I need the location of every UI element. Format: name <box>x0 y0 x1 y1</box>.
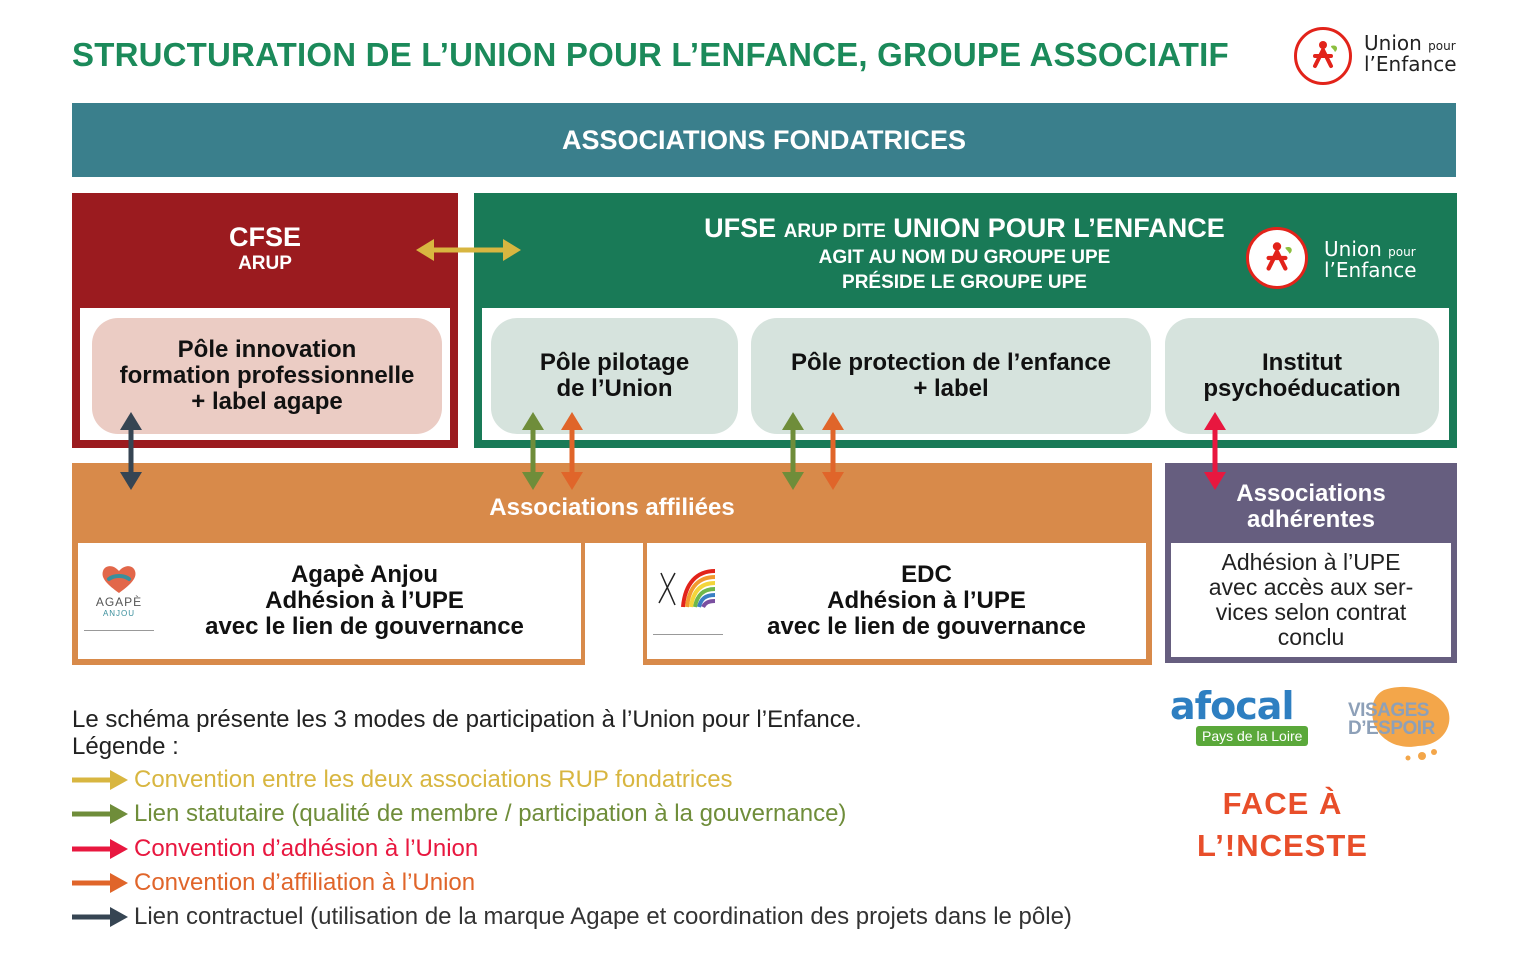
upe-logo: Union pour l’Enfance <box>1294 27 1464 89</box>
pole-innovation-line2: formation professionnelle <box>119 362 415 389</box>
face-line1: FACE À <box>1222 786 1343 821</box>
ufse-logo-line1: Union <box>1324 237 1382 261</box>
adherentes-card: Adhésion à l’UPE avec accès aux ser- vic… <box>1171 543 1451 657</box>
logo-small: pour <box>1428 39 1456 53</box>
agape-heart-icon <box>102 566 136 593</box>
cfse-name: CFSE <box>228 221 301 252</box>
legend-text-affiliation: Convention d’affiliation à l’Union <box>134 869 476 896</box>
ufse-line2: AGIT AU NOM DU GROUPE UPE <box>818 246 1111 268</box>
legend-text-statutaire: Lien statutaire (qualité de membre / par… <box>134 800 847 827</box>
edc-logo <box>653 563 723 638</box>
pole-institut-line1: Institut <box>1262 349 1342 376</box>
adherentes-line1: Adhésion à l’UPE <box>1221 549 1401 575</box>
upe-logo-emblem-icon <box>1294 27 1352 85</box>
edc-upe-mini-logo-icon <box>653 626 723 635</box>
ufse-logo: Union pour l’Enfance <box>1246 227 1426 295</box>
legend-item-statutaire: Lien statutaire (qualité de membre / par… <box>72 798 1222 830</box>
legend-item-affiliation: Convention d’affiliation à l’Union <box>72 867 1222 899</box>
agape-logo-sub: ANJOU <box>102 609 136 618</box>
visages-text: VISAGES D’ESPOIR <box>1348 700 1448 739</box>
pole-innovation-line3: + label agape <box>191 388 343 415</box>
legend-intro-text: Le schéma présente les 3 modes de partic… <box>72 706 862 733</box>
face-a-linceste-logo: FACE À L’!NCESTE <box>1190 780 1375 870</box>
arrow-right-icon <box>72 804 128 824</box>
pole-protection-line2: + label <box>913 375 989 402</box>
pole-pilotage-line2: de l’Union <box>556 375 673 402</box>
legend-text-adhesion: Convention d’adhésion à l’Union <box>134 835 479 862</box>
agape-logo: AGAPÈ ANJOU <box>84 563 154 638</box>
logo-line2: l’Enfance <box>1364 52 1457 76</box>
adherentes-line3: vices selon contrat <box>1215 599 1407 625</box>
pole-pilotage-line1: Pôle pilotage <box>539 349 690 376</box>
agape-line2: Adhésion à l’UPE <box>265 587 464 614</box>
edc-text: EDC Adhésion à l’UPE avec le lien de gou… <box>707 543 1146 659</box>
ufse-title-line1: UFSE ARUP DITE UNION POUR L’ENFANCE <box>704 213 1225 244</box>
cfse-title: CFSE ARUP <box>72 218 458 278</box>
arrow-right-icon <box>72 770 128 790</box>
logo-line1: Union <box>1364 31 1422 55</box>
arrow-right-icon <box>72 873 128 893</box>
agape-logo-text: AGAPÈ <box>95 595 143 609</box>
adherentes-title: Associations adhérentes <box>1165 478 1457 536</box>
legend-text-convention: Convention entre les deux associations R… <box>134 766 733 793</box>
agape-line3: avec le lien de gouvernance <box>205 613 524 640</box>
edc-rainbow-icon <box>658 569 716 608</box>
arrow-right-icon <box>72 839 128 859</box>
agape-anjou-text: Agapè Anjou Adhésion à l’UPE avec le lie… <box>148 543 581 659</box>
adherentes-title-line2: adhérentes <box>1246 506 1376 533</box>
afocal-text: afocal <box>1170 684 1294 728</box>
affiliees-title: Associations affiliées <box>489 494 735 521</box>
pole-pilotage: Pôle pilotage de l’Union <box>491 318 738 434</box>
face-line2: L’!NCESTE <box>1197 828 1368 863</box>
legend-item-convention: Convention entre les deux associations R… <box>72 764 1222 796</box>
legend-item-adhesion: Convention d’adhésion à l’Union <box>72 833 1222 865</box>
visages-despoir-logo: VISAGES D’ESPOIR <box>1344 684 1454 764</box>
edc-line2: Adhésion à l’UPE <box>827 587 1026 614</box>
legend-intro: Le schéma présente les 3 modes de partic… <box>72 706 1072 760</box>
cfse-sub: ARUP <box>238 252 292 274</box>
ufse-name: UFSE <box>704 212 777 243</box>
pole-protection-line1: Pôle protection de l’enfance <box>790 349 1112 376</box>
ufse-logo-small: pour <box>1388 245 1416 259</box>
afocal-logo: afocal Pays de la Loire <box>1170 686 1320 748</box>
banner-label: ASSOCIATIONS FONDATRICES <box>561 124 966 155</box>
ufse-name-small: ARUP DITE <box>783 220 886 242</box>
visages-line1: VISAGES <box>1348 700 1429 721</box>
afocal-sub: Pays de la Loire <box>1196 726 1309 746</box>
visages-splash-icon <box>1372 686 1450 761</box>
pole-innovation: Pôle innovation formation professionnell… <box>92 318 442 434</box>
legend-item-contractuel: Lien contractuel (utilisation de la marq… <box>72 901 1222 933</box>
arrow-right-icon <box>72 907 128 927</box>
legend-label: Légende : <box>72 733 179 760</box>
edc-line3: avec le lien de gouvernance <box>767 613 1086 640</box>
adherentes-line2: avec accès aux ser- <box>1208 574 1414 600</box>
ufse-logo-text: Union pour l’Enfance <box>1324 239 1424 281</box>
pole-protection: Pôle protection de l’enfance + label <box>751 318 1151 434</box>
ufse-logo-emblem-icon <box>1246 227 1308 289</box>
pole-institut-line2: psychoéducation <box>1203 375 1401 402</box>
pole-institut: Institut psychoéducation <box>1165 318 1439 434</box>
affiliees-gap <box>585 543 643 665</box>
agape-upe-mini-logo-icon <box>84 622 154 631</box>
pole-innovation-line1: Pôle innovation <box>177 336 357 363</box>
banner-associations-fondatrices: ASSOCIATIONS FONDATRICES <box>72 103 1456 177</box>
adherentes-line4: conclu <box>1277 624 1345 650</box>
ufse-name-rest: UNION POUR L’ENFANCE <box>893 212 1225 243</box>
edc-card: EDC Adhésion à l’UPE avec le lien de gou… <box>647 543 1146 659</box>
visages-line2: D’ESPOIR <box>1348 718 1435 739</box>
ufse-title: UFSE ARUP DITE UNION POUR L’ENFANCE AGIT… <box>474 205 1457 301</box>
upe-logo-text: Union pour l’Enfance <box>1364 33 1464 75</box>
page-title: STRUCTURATION DE L’UNION POUR L’ENFANCE,… <box>72 36 1229 73</box>
edc-line1: EDC <box>901 561 952 588</box>
ufse-line3: PRÉSIDE LE GROUPE UPE <box>842 271 1087 293</box>
agape-anjou-card: AGAPÈ ANJOU Agapè Anjou Adhésion à l’UPE… <box>78 543 581 659</box>
ufse-logo-line2: l’Enfance <box>1324 258 1417 282</box>
legend-text-contractuel: Lien contractuel (utilisation de la marq… <box>134 903 1072 930</box>
agape-line1: Agapè Anjou <box>290 561 439 588</box>
adherentes-title-line1: Associations <box>1236 480 1386 507</box>
